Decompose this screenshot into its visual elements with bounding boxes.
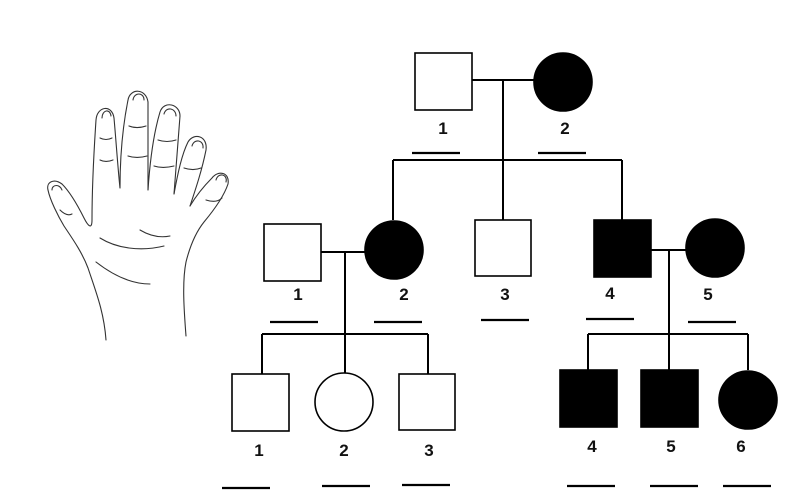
individual-number: 4	[605, 284, 615, 303]
individual-number: 3	[424, 441, 433, 460]
male-symbol	[593, 219, 652, 278]
individual-II-5: 5	[685, 218, 745, 324]
female-symbol	[533, 52, 593, 112]
individual-III-4: 4	[559, 369, 618, 488]
male-symbol	[231, 373, 290, 432]
individual-II-1: 1	[263, 223, 322, 324]
generation-III: 1 2 3 4 5 6	[222, 369, 778, 490]
individual-I-1: 1	[412, 52, 473, 155]
individual-number: 1	[438, 119, 447, 138]
individual-II-2: 2	[364, 220, 424, 324]
female-symbol	[685, 218, 745, 278]
individual-number: 2	[399, 285, 408, 304]
individual-II-4: 4	[586, 219, 652, 321]
individual-number: 4	[587, 437, 597, 456]
individual-number: 3	[500, 285, 509, 304]
individual-number: 2	[339, 441, 348, 460]
individual-number: 1	[293, 285, 302, 304]
individual-III-6: 6	[718, 370, 778, 488]
individual-number: 5	[666, 437, 675, 456]
individual-III-2: 2	[314, 372, 374, 488]
male-symbol	[559, 369, 618, 428]
individual-II-3: 3	[474, 219, 532, 322]
female-symbol	[314, 372, 374, 432]
female-symbol	[718, 370, 778, 430]
individual-III-5: 5	[640, 369, 699, 488]
generation-I: 1 2	[412, 52, 593, 155]
generation-II: 1 2 3 4 5	[263, 218, 745, 324]
individual-I-2: 2	[533, 52, 593, 155]
male-symbol	[398, 373, 456, 431]
male-symbol	[640, 369, 699, 428]
hand-with-extra-finger-icon	[47, 90, 229, 341]
male-symbol	[414, 52, 473, 111]
male-symbol	[474, 219, 532, 277]
relationship-lines	[261, 79, 749, 374]
female-symbol	[364, 220, 424, 280]
individual-number: 5	[703, 285, 712, 304]
individual-III-3: 3	[398, 373, 456, 487]
individual-number: 6	[736, 437, 745, 456]
individual-number: 1	[254, 441, 263, 460]
male-symbol	[263, 223, 322, 282]
individual-III-1: 1	[222, 373, 290, 490]
individual-number: 2	[560, 119, 569, 138]
